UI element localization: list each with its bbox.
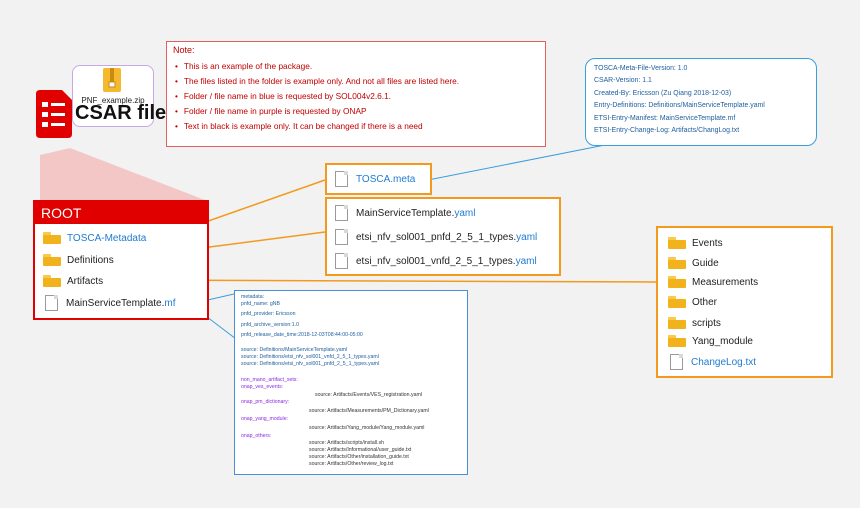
tosca-meta-file[interactable]: TOSCA.meta: [335, 171, 415, 187]
artifact-folder[interactable]: Guide: [668, 257, 719, 269]
def-file-base: etsi_nfv_sol001_vnfd_2_5_1_types.: [356, 255, 516, 267]
tosca-meta-content-box: TOSCA-Meta-File-Version: 1.0 CSAR-Versio…: [585, 58, 817, 146]
mf-pnfd-provider: pnfd_provider: Ericsson: [241, 311, 296, 317]
mf-yang-module: onap_yang_module:: [241, 416, 289, 422]
def-file-ext: yaml: [454, 207, 476, 219]
def-file-ext: yaml: [515, 255, 537, 267]
mf-others: onap_others:: [241, 433, 272, 439]
mf-source: source: Definitions/MainServiceTemplate.…: [241, 347, 348, 353]
folder-icon: [668, 335, 686, 347]
artifacts-label: Artifacts: [67, 275, 104, 287]
mf-others-source: source: Artifacts/Informational/user_gui…: [309, 447, 412, 453]
manifest-ext: mf: [164, 297, 176, 309]
artifact-folder[interactable]: Measurements: [668, 276, 758, 288]
meta-line: CSAR-Version: 1.1: [594, 77, 652, 85]
file-icon: [45, 295, 58, 311]
manifest-base: MainServiceTemplate.: [66, 297, 165, 309]
def-file-base: MainServiceTemplate.: [356, 207, 455, 219]
artifact-folder-label: Guide: [692, 257, 719, 269]
definitions-file[interactable]: MainServiceTemplate.yaml: [335, 205, 476, 221]
file-icon: [335, 205, 348, 221]
changelog-label: ChangeLog.txt: [691, 356, 757, 368]
artifact-folder[interactable]: Yang_module: [668, 335, 753, 347]
meta-line: TOSCA-Meta-File-Version: 1.0: [594, 65, 688, 72]
def-file-base: etsi_nfv_sol001_pnfd_2_5_1_types.: [356, 231, 517, 243]
file-icon: [335, 171, 348, 187]
definitions-label: Definitions: [67, 254, 114, 266]
csar-document-icon: [36, 90, 72, 138]
root-box: ROOT TOSCA-Metadata Definitions Artifact…: [33, 200, 209, 320]
tosca-meta-base: TOSCA.: [356, 173, 394, 185]
mf-pnfd-archive-version: pnfd_archive_version:1.0: [241, 322, 299, 328]
mf-pnfd-release-date: pnfd_release_date_time:2018-12-03T08:44:…: [241, 332, 363, 338]
artifact-changelog[interactable]: ChangeLog.txt: [670, 354, 756, 370]
artifact-folder-label: scripts: [692, 317, 721, 329]
note-item: The files listed in the folder is exampl…: [175, 74, 459, 89]
definitions-file[interactable]: etsi_nfv_sol001_vnfd_2_5_1_types.yaml: [335, 253, 537, 269]
csar-expansion-shape: [40, 148, 205, 200]
mf-source: source: Definitions/etsi_nfv_sol001_vnfd…: [241, 354, 379, 360]
note-box: Note: This is an example of the package.…: [166, 41, 546, 147]
folder-icon: [668, 276, 686, 288]
mf-ves-events: onap_ves_events:: [241, 384, 284, 390]
mf-pnfd-name: pnfd_name: gNB: [241, 301, 280, 307]
artifacts-box: Events Guide Measurements Other scripts …: [656, 226, 833, 378]
file-icon: [670, 354, 683, 370]
folder-icon: [668, 296, 686, 308]
tosca-meta-ext: meta: [393, 173, 416, 185]
mf-yang-source: source: Artifacts/Yang_module/Yang_modul…: [309, 425, 425, 431]
zip-card: PNF_example.zip: [72, 65, 154, 127]
folder-icon: [43, 254, 61, 266]
folder-icon: [668, 257, 686, 269]
mf-others-source: source: Artifacts/scripts/install.sh: [309, 440, 384, 446]
zip-filename: PNF_example.zip: [81, 96, 145, 105]
folder-icon: [43, 232, 61, 244]
note-item: Folder / file name in purple is requeste…: [175, 104, 459, 119]
note-item: This is an example of the package.: [175, 59, 459, 74]
manifest-content-box: metadata: pnfd_name: gNB pnfd_provider: …: [234, 290, 468, 475]
mf-others-source: source: Artifacts/Other/review_log.txt: [309, 461, 394, 467]
zip-file-icon: [103, 68, 121, 92]
mf-source: source: Definitions/etsi_nfv_sol001_pnfd…: [241, 361, 380, 367]
artifact-folder[interactable]: scripts: [668, 317, 721, 329]
root-item-manifest[interactable]: MainServiceTemplate.mf: [45, 295, 175, 311]
note-item: Folder / file name in blue is requested …: [175, 89, 459, 104]
meta-line: Entry-Definitions: Definitions/MainServi…: [594, 102, 765, 110]
artifact-folder-label: Measurements: [692, 276, 759, 288]
meta-line: ETSI-Entry-Manifest: MainServiceTemplate…: [594, 114, 736, 122]
folder-icon: [668, 317, 686, 329]
artifact-folder[interactable]: Events: [668, 237, 723, 249]
root-item-definitions[interactable]: Definitions: [43, 254, 114, 266]
note-title: Note:: [173, 45, 195, 55]
meta-line: Created-By: Ericsson (Zu Qiang 2018-12-0…: [594, 89, 732, 97]
folder-icon: [668, 237, 686, 249]
tosca-metadata-label: TOSCA-Metadata: [67, 232, 147, 244]
def-file-ext: yaml: [516, 231, 538, 243]
mf-pm-dictionary: onap_pm_dictionary:: [241, 399, 290, 405]
definitions-box: MainServiceTemplate.yaml etsi_nfv_sol001…: [325, 197, 561, 276]
artifact-folder[interactable]: Other: [668, 296, 717, 308]
folder-icon: [43, 275, 61, 287]
root-item-artifacts[interactable]: Artifacts: [43, 275, 103, 287]
mf-others-source: source: Artifacts/Other/installation_gui…: [309, 454, 409, 460]
file-icon: [335, 229, 348, 245]
connector-meta-note: [427, 144, 606, 181]
csar-file-label: CSAR file: [75, 102, 167, 124]
meta-line: ETSI-Entry-Change-Log: Artifacts/ChangLo…: [594, 127, 740, 135]
artifact-folder-label: Other: [692, 296, 718, 308]
mf-pm-source: source: Artifacts/Measurements/PM_Dictio…: [309, 408, 429, 414]
artifact-folder-label: Yang_module: [692, 335, 753, 347]
tosca-meta-box: TOSCA.meta: [325, 163, 432, 195]
mf-ves-source: source: Artifacts/Events/VES_registratio…: [315, 392, 422, 398]
mf-non-mano: non_mano_artifact_sets:: [241, 377, 298, 383]
note-list: This is an example of the package. The f…: [175, 59, 459, 134]
definitions-file[interactable]: etsi_nfv_sol001_pnfd_2_5_1_types.yaml: [335, 229, 537, 245]
note-item: Text in black is example only. It can be…: [175, 119, 459, 134]
artifact-folder-label: Events: [692, 237, 723, 249]
file-icon: [335, 253, 348, 269]
root-item-tosca-metadata[interactable]: TOSCA-Metadata: [43, 232, 146, 244]
mf-metadata: metadata:: [241, 294, 265, 300]
root-title: ROOT: [35, 202, 207, 224]
